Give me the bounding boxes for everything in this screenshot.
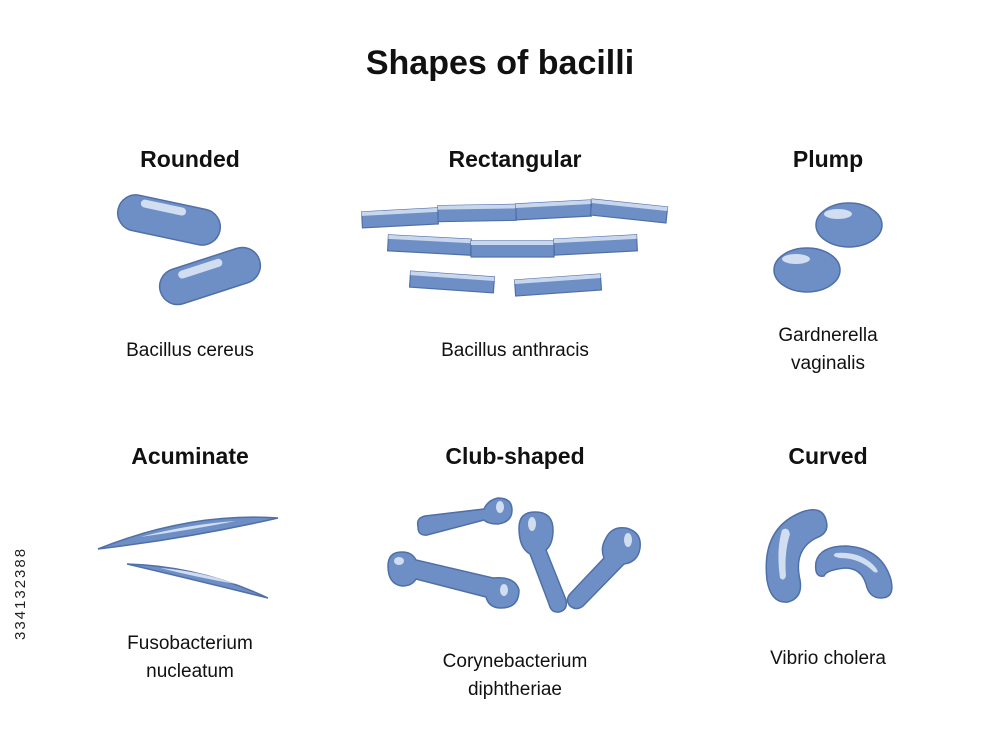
- label-line: Bacillus cereus: [126, 340, 254, 361]
- label-line: nucleatum: [146, 661, 234, 682]
- label-line: Gardnerella: [778, 325, 878, 346]
- heading-club-shaped: Club-shaped: [445, 443, 585, 469]
- label-bacillus-anthracis: Bacillus anthracis: [385, 337, 645, 365]
- label-line: Fusobacterium: [127, 633, 253, 654]
- heading-rounded: Rounded: [140, 146, 240, 172]
- curved-cell-1: [765, 509, 828, 603]
- label-gardnerella-vaginalis: Gardnerella vaginalis: [698, 322, 958, 378]
- heading-acuminate: Acuminate: [131, 443, 249, 469]
- page-title: Shapes of bacilli: [365, 44, 635, 82]
- plump-cell-2: [773, 247, 841, 293]
- acuminate-cell-2: [126, 563, 269, 599]
- label-fusobacterium-nucleatum: Fusobacterium nucleatum: [60, 630, 320, 686]
- acuminate-cell-1: [97, 516, 279, 550]
- rectangular-chain-3: [408, 270, 603, 297]
- label-line: Bacillus anthracis: [441, 340, 589, 361]
- label-line: diphtheriae: [467, 679, 563, 700]
- heading-curved: Curved: [788, 443, 868, 469]
- stock-image-id: 334132388: [12, 546, 29, 640]
- club-cell-2: [387, 551, 520, 609]
- label-bacillus-cereus: Bacillus cereus: [60, 337, 320, 365]
- heading-rectangular: Rectangular: [448, 146, 582, 172]
- club-cell-1: [416, 497, 513, 536]
- rounded-rod-2: [158, 246, 262, 306]
- club-cell-3: [518, 511, 568, 613]
- plump-cell-1: [815, 202, 883, 248]
- rounded-rod-1: [116, 194, 222, 246]
- label-line: Corynebacterium: [442, 651, 588, 672]
- label-line: vaginalis: [791, 353, 865, 374]
- club-cell-4: [566, 526, 641, 610]
- rectangular-chain-1: [361, 198, 669, 229]
- heading-plump: Plump: [792, 146, 864, 172]
- label-corynebacterium-diphtheriae: Corynebacterium diphtheriae: [385, 648, 645, 704]
- rectangular-chain-2: [387, 234, 638, 258]
- label-vibrio-cholera: Vibrio cholera: [698, 645, 958, 673]
- label-line: Vibrio cholera: [770, 648, 886, 669]
- curved-cell-2: [814, 545, 893, 599]
